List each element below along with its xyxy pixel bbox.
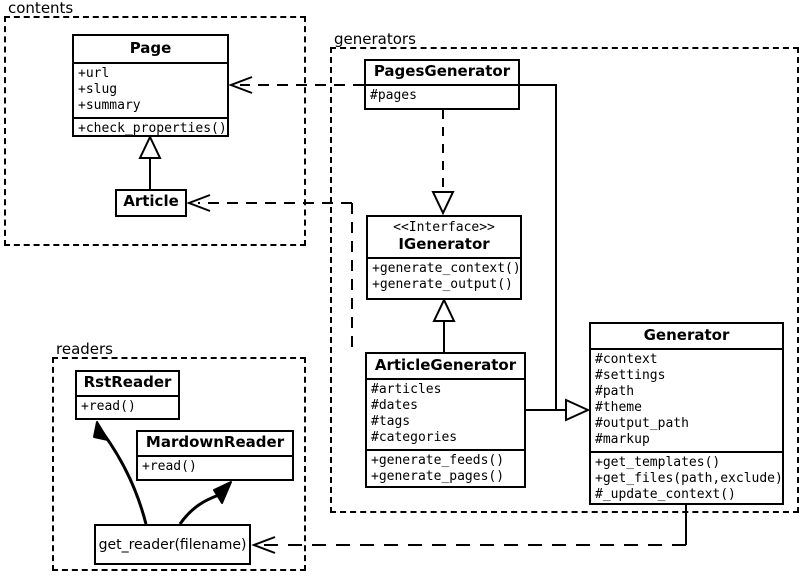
attribute: +slug [78, 82, 118, 97]
class-igenerator-methods: +generate_context() +generate_output() [368, 257, 521, 296]
package-readers-label: readers [54, 341, 116, 357]
class-igenerator-stereotype: <<Interface>> [393, 220, 495, 235]
method: +generate_context() [372, 261, 521, 276]
method: +get_templates() [595, 455, 721, 470]
method: +check_properties() [78, 121, 227, 136]
class-generator-name: Generator [643, 326, 730, 344]
method: +read() [81, 399, 136, 414]
class-rst-reader[interactable]: RstReader +read() [75, 370, 180, 420]
class-article[interactable]: Article [115, 189, 187, 217]
class-igenerator-label: IGenerator [398, 235, 490, 253]
method: #_update_context() [595, 487, 736, 502]
attribute: #markup [595, 432, 650, 447]
class-mardown-reader-methods: +read() [138, 455, 292, 478]
class-igenerator[interactable]: <<Interface>> IGenerator +generate_conte… [366, 215, 522, 300]
class-pages-generator[interactable]: PagesGenerator #pages [364, 59, 520, 110]
method: +generate_feeds() [371, 453, 505, 468]
class-rst-reader-name: RstReader [83, 373, 172, 391]
class-igenerator-name: <<Interface>> IGenerator [368, 217, 520, 257]
function-get-reader-label: get_reader(filename) [98, 536, 247, 553]
class-page-name: Page [129, 39, 172, 57]
class-article-generator-name: ArticleGenerator [374, 356, 517, 374]
class-article-generator[interactable]: ArticleGenerator #articles #dates #tags … [365, 352, 526, 488]
function-get-reader[interactable]: get_reader(filename) [94, 524, 251, 565]
class-page-attributes: +url +slug +summary [74, 62, 227, 117]
class-article-generator-methods: +generate_feeds() +generate_pages() [367, 449, 524, 488]
method: +generate_pages() [371, 469, 505, 484]
class-mardown-reader-name: MardownReader [145, 433, 285, 451]
class-pages-generator-name: PagesGenerator [373, 62, 511, 80]
method: +get_files(path,exclude) [595, 471, 783, 486]
attribute: #pages [370, 88, 417, 103]
package-generators-label: generators [332, 31, 419, 47]
attribute: #output_path [595, 416, 689, 431]
attribute: +summary [78, 98, 141, 113]
class-article-generator-attributes: #articles #dates #tags #categories [367, 378, 524, 449]
class-generator-attributes: #context #settings #path #theme #output_… [591, 348, 782, 451]
attribute: #context [595, 352, 658, 367]
attribute: #path [595, 384, 635, 399]
class-generator-methods: +get_templates() +get_files(path,exclude… [591, 451, 783, 506]
class-mardown-reader[interactable]: MardownReader +read() [136, 430, 294, 481]
class-article-name: Article [123, 192, 179, 210]
attribute: #tags [371, 414, 411, 429]
method: +generate_output() [372, 277, 513, 292]
attribute: #settings [595, 368, 666, 383]
attribute: #theme [595, 400, 642, 415]
attribute: +url [78, 66, 110, 81]
class-page[interactable]: Page +url +slug +summary +check_properti… [72, 34, 229, 137]
package-readers [52, 357, 306, 571]
package-contents [4, 16, 306, 246]
class-generator[interactable]: Generator #context #settings #path #them… [589, 322, 784, 505]
package-generators [330, 47, 799, 513]
class-pages-generator-attributes: #pages [366, 84, 518, 107]
attribute: #categories [371, 430, 458, 445]
class-page-methods: +check_properties() [74, 117, 227, 140]
class-rst-reader-methods: +read() [77, 395, 178, 418]
attribute: #articles [371, 382, 442, 397]
attribute: #dates [371, 398, 418, 413]
method: +read() [142, 459, 197, 474]
package-contents-label: contents [6, 0, 77, 16]
